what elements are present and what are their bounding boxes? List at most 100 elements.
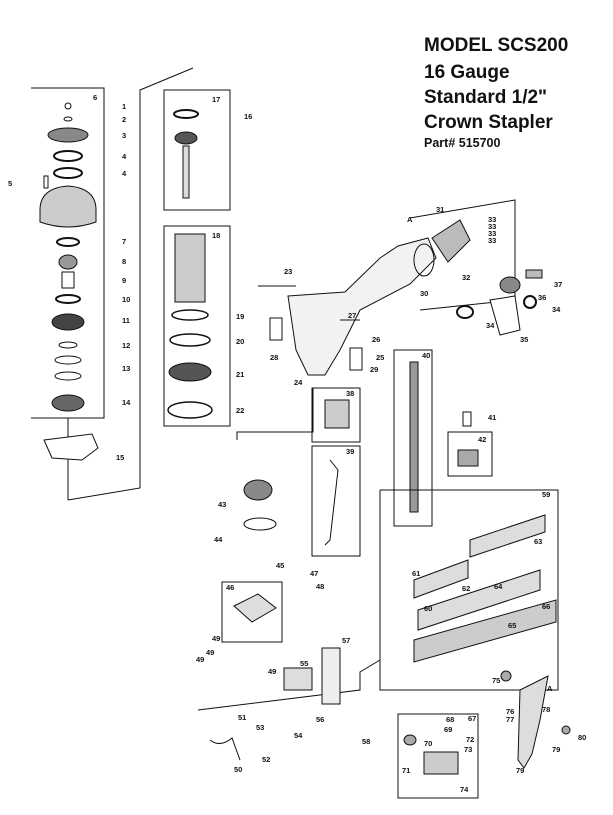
group-67-box bbox=[397, 713, 479, 799]
group-42-box bbox=[447, 431, 493, 477]
valve-stem bbox=[409, 361, 419, 513]
group-38-box bbox=[311, 387, 361, 443]
callout: 40 bbox=[422, 351, 430, 360]
part-4-oring-a bbox=[53, 150, 83, 162]
part-15-gasket bbox=[43, 433, 99, 461]
part-31-cap bbox=[431, 219, 471, 263]
part-3-cap-top bbox=[47, 127, 89, 143]
part-28-plate bbox=[269, 317, 283, 341]
callout: 7 bbox=[122, 237, 126, 246]
part-number: Part# 515700 bbox=[424, 136, 501, 150]
callout: 32 bbox=[462, 273, 470, 282]
trigger-block bbox=[324, 399, 350, 429]
callout: 47 bbox=[310, 569, 318, 578]
cap-guide-line bbox=[67, 67, 194, 501]
callout: 5 bbox=[8, 179, 12, 188]
part-13-oring-a bbox=[54, 355, 82, 365]
callout: 36 bbox=[538, 293, 546, 302]
callout: 35 bbox=[520, 335, 528, 344]
part-63-rail bbox=[469, 514, 546, 558]
callout: 1 bbox=[122, 102, 126, 111]
part-5-screw bbox=[43, 175, 49, 189]
callout: 23 bbox=[284, 267, 292, 276]
tool-body bbox=[287, 237, 437, 376]
part-19-oring bbox=[171, 309, 209, 321]
callout: 3 bbox=[122, 131, 126, 140]
callout: 66 bbox=[542, 602, 550, 611]
callout: 34 bbox=[486, 321, 495, 330]
callout: 52 bbox=[262, 755, 270, 764]
cylinder bbox=[174, 233, 206, 303]
gauge-title: 16 Gauge bbox=[424, 62, 510, 83]
part-35-filter bbox=[489, 295, 521, 336]
callout: 80 bbox=[578, 733, 586, 742]
callout: 15 bbox=[116, 453, 124, 462]
callout: 62 bbox=[462, 584, 470, 593]
callout: 71 bbox=[402, 766, 410, 775]
part-29-plate bbox=[349, 347, 363, 371]
part-78-bracket bbox=[517, 675, 549, 769]
callout: 12 bbox=[122, 341, 130, 350]
tool-type-title: Crown Stapler bbox=[424, 112, 553, 133]
callout: 74 bbox=[460, 785, 469, 794]
callout: 4 bbox=[122, 152, 127, 161]
callout: 21 bbox=[236, 370, 244, 379]
callout: 28 bbox=[270, 353, 278, 362]
part-13-oring-b bbox=[54, 371, 82, 381]
trigger-bracket bbox=[457, 449, 479, 467]
part-41-spring bbox=[462, 411, 472, 427]
magazine-base bbox=[413, 599, 557, 663]
callout: 26 bbox=[372, 335, 380, 344]
driver-blade bbox=[182, 145, 190, 199]
model-title: MODEL SCS200 bbox=[424, 35, 569, 56]
callout: 39 bbox=[346, 447, 354, 456]
trigger-arm bbox=[324, 459, 339, 546]
callout: 37 bbox=[554, 280, 562, 289]
group-59-box bbox=[379, 489, 559, 691]
callout: 13 bbox=[122, 364, 130, 373]
callout: 78 bbox=[542, 705, 550, 714]
callout: 75 bbox=[492, 676, 500, 685]
part-50-bracket bbox=[209, 737, 241, 761]
callout: 59 bbox=[542, 490, 550, 499]
part-1-screw bbox=[64, 102, 72, 110]
part-65-rail bbox=[417, 569, 541, 631]
part-22-oring bbox=[167, 401, 213, 419]
callout: 34 bbox=[552, 305, 561, 314]
callout: 11 bbox=[122, 316, 130, 325]
callout: 69 bbox=[444, 725, 452, 734]
callout: 33 bbox=[488, 222, 496, 231]
part-34-oring-b bbox=[523, 295, 537, 309]
callout: 68 bbox=[446, 715, 454, 724]
part-75-screw bbox=[500, 670, 512, 682]
callout: 8 bbox=[122, 257, 126, 266]
callout: 58 bbox=[362, 737, 370, 746]
nose-guide bbox=[197, 659, 381, 711]
part-4-oring-b bbox=[53, 167, 83, 179]
callout: 43 bbox=[218, 500, 226, 509]
group-46-box bbox=[221, 581, 283, 643]
callout: 33 bbox=[488, 215, 496, 224]
part-8-valve bbox=[58, 254, 78, 270]
callout: 42 bbox=[478, 435, 486, 444]
callout: 61 bbox=[412, 569, 420, 578]
callout: 41 bbox=[488, 413, 496, 422]
callout: 27 bbox=[348, 311, 356, 320]
part-37-fitting bbox=[525, 269, 543, 279]
part-12-oring bbox=[58, 341, 78, 349]
callout: 30 bbox=[420, 289, 428, 298]
group-40-box bbox=[393, 349, 433, 527]
callout: 64 bbox=[494, 582, 503, 591]
part-20-oring bbox=[169, 333, 211, 347]
callout: 16 bbox=[244, 112, 252, 121]
part-14-bumper bbox=[51, 394, 85, 412]
callout: 46 bbox=[226, 583, 234, 592]
part-70-knob bbox=[403, 734, 417, 746]
depth-adjust-body bbox=[423, 751, 459, 775]
callout: 9 bbox=[122, 276, 126, 285]
callout: 77 bbox=[506, 715, 514, 724]
callout: 70 bbox=[424, 739, 432, 748]
callout: A bbox=[407, 215, 413, 224]
callout: 54 bbox=[294, 731, 303, 740]
